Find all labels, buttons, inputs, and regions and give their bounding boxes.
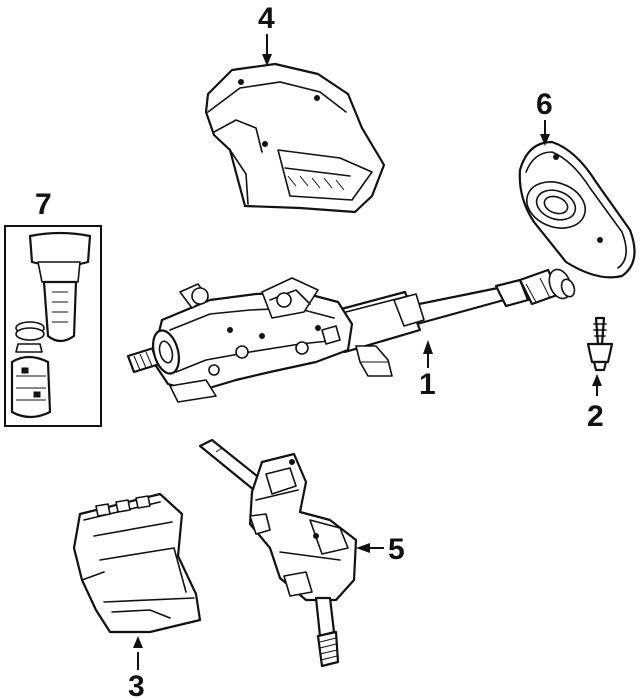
lock-cylinder-part [10,231,92,419]
mounting-bolt-part [586,316,614,372]
callout-4: 4 [258,2,275,66]
callout-7: 7 [35,188,52,221]
lower-shroud-part [72,492,202,634]
svg-text:4: 4 [258,2,275,35]
svg-text:2: 2 [587,400,604,433]
callout-5: 5 [356,533,405,566]
svg-text:7: 7 [35,188,52,221]
multifunction-switch-part [198,438,358,668]
callout-2: 2 [587,374,604,433]
callout-1: 1 [419,340,436,401]
svg-text:1: 1 [419,368,436,401]
steering-column-part [126,268,576,403]
svg-text:5: 5 [388,533,405,566]
svg-text:6: 6 [536,88,553,121]
column-boot-part [518,140,636,279]
upper-shroud-part [204,62,386,214]
svg-text:3: 3 [128,670,145,699]
callout-3: 3 [128,636,145,699]
callout-6: 6 [536,88,553,146]
